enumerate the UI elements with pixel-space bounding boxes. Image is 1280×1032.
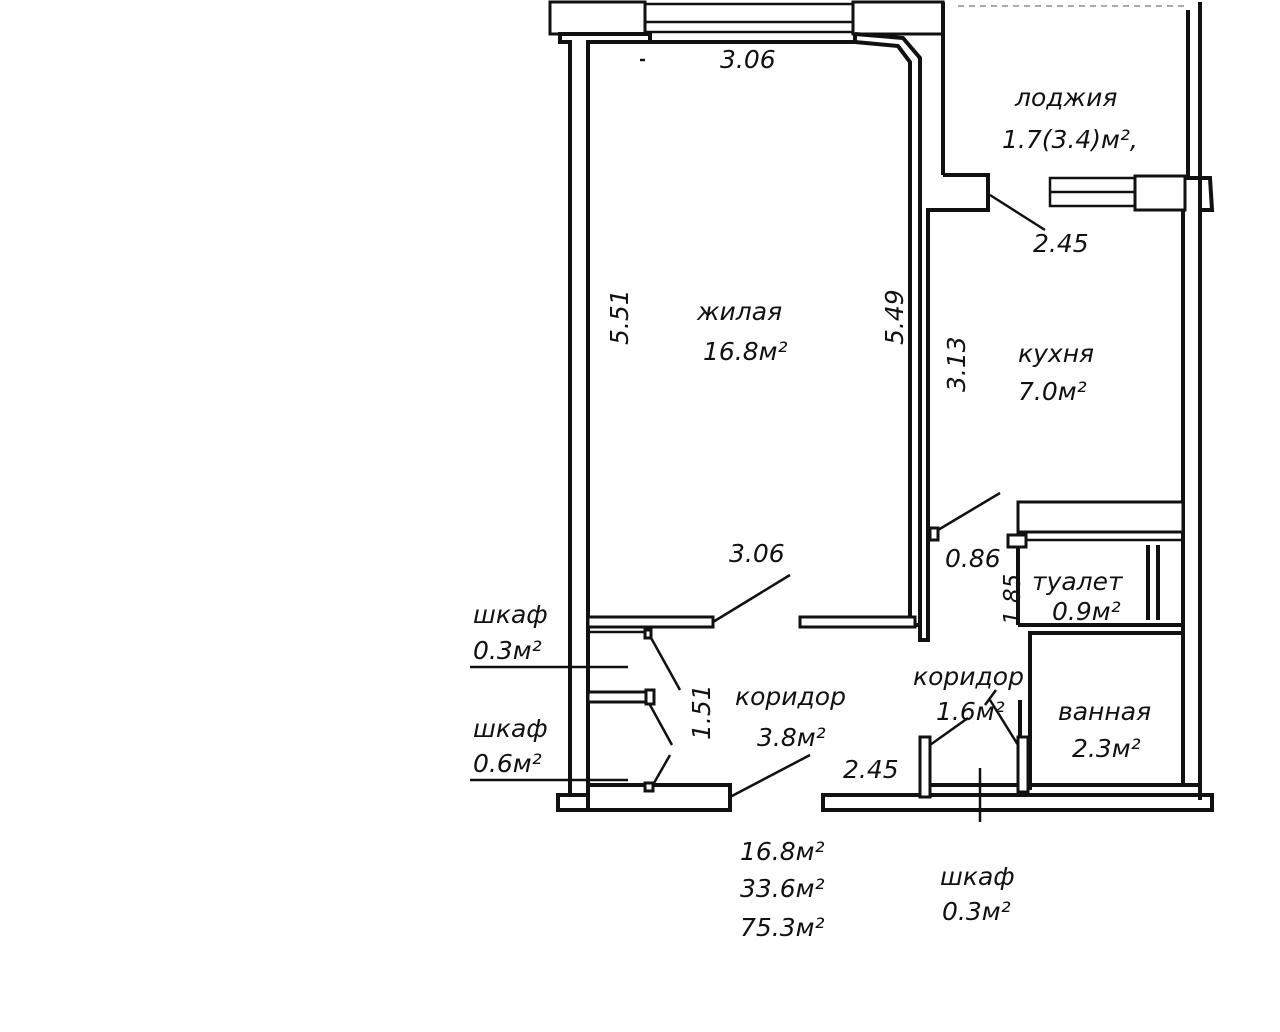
room-corridor-left-area: 3.8м² xyxy=(757,723,826,752)
room-toilet-area: 0.9м² xyxy=(1052,597,1121,626)
closet-2-door-b xyxy=(643,781,655,793)
room-bath-area: 2.3м² xyxy=(1072,734,1141,763)
total-usable-area: 33.6м² xyxy=(740,874,825,903)
corridor-closet-right-jamb xyxy=(1016,735,1030,794)
room-corridor-right-name: коридор xyxy=(913,662,1024,691)
closet-1-door-leaf xyxy=(648,635,682,691)
closet-1-name: шкаф xyxy=(473,600,548,629)
dim-kitchen-height: 3.13 xyxy=(942,336,971,392)
wall-bottom-left xyxy=(556,783,732,812)
room-corridor-left-name: коридор xyxy=(735,682,846,711)
room-living-area: 16.8м² xyxy=(703,337,788,366)
corridor-closet-leaf-2 xyxy=(983,689,998,706)
total-living-area: 16.8м² xyxy=(740,837,825,866)
wall-top-left-block xyxy=(548,0,647,36)
corridor-closet-right-leaf xyxy=(988,699,1020,746)
labels: 3.06 5.51 5.49 жилая 16.8м² 3.06 лоджия … xyxy=(473,45,1151,942)
toilet-door-jamb xyxy=(1006,533,1028,549)
closet-3-name: шкаф xyxy=(940,862,1015,891)
corridor-closet-left-leaf xyxy=(929,716,969,747)
dim-living-right: 5.49 xyxy=(880,289,909,345)
dim-door-width: 0.86 xyxy=(945,544,1001,573)
living-partition-left xyxy=(586,615,715,629)
corridor-closet-left-jamb xyxy=(918,735,932,799)
dim-living-top: 3.06 xyxy=(720,45,776,74)
room-bath-name: ванная xyxy=(1058,697,1151,726)
closet-divider xyxy=(586,690,652,704)
dim-kitchen-width: 2.45 xyxy=(1033,229,1089,258)
room-toilet-name: туалет xyxy=(1032,567,1124,596)
room-loggia-area: 1.7(3.4)м², xyxy=(1002,125,1138,154)
room-kitchen-name: кухня xyxy=(1018,339,1094,368)
room-loggia-name: лоджия xyxy=(1014,83,1117,112)
closet-1-area: 0.3м² xyxy=(473,636,542,665)
closet-3-area: 0.3м² xyxy=(942,897,1011,926)
kitchen-door-jamb xyxy=(928,526,940,542)
closet-2-door-leaf xyxy=(648,704,674,746)
dim-corridor-height: 1.51 xyxy=(687,684,716,740)
wall-bottom-right xyxy=(821,793,1214,812)
living-partition-right xyxy=(798,615,917,629)
entrance-door-leaf xyxy=(729,753,811,799)
walls xyxy=(470,0,1215,822)
dim-toilet-depth: 1.85 xyxy=(1000,574,1026,625)
dim-corridor-width: 2.45 xyxy=(843,755,899,784)
wall-loggia-right xyxy=(1185,176,1215,212)
total-overall-area: 75.3м² xyxy=(740,913,825,942)
closet-1-door xyxy=(643,628,653,640)
kitchen-loggia-door-leaf xyxy=(989,193,1046,232)
room-kitchen-area: 7.0м² xyxy=(1018,377,1087,406)
wall-top-mid-block xyxy=(851,0,945,36)
living-door-leaf xyxy=(712,573,791,624)
room-living-name: жилая xyxy=(696,297,782,326)
closet-2-name: шкаф xyxy=(473,714,548,743)
dim-living-left: 5.51 xyxy=(605,289,634,345)
living-window xyxy=(643,2,859,34)
closet-2-door xyxy=(644,688,656,706)
room-corridor-right-area: 1.6м² xyxy=(936,697,1005,726)
kitchen-door-leaf xyxy=(937,491,1001,532)
wall-loggia-kitchen-left xyxy=(926,173,990,220)
wall-kitchen-right-block xyxy=(1133,174,1187,212)
toilet-top-block xyxy=(1016,500,1185,534)
dim-living-bottom: 3.06 xyxy=(729,539,785,568)
closet-2-area: 0.6м² xyxy=(473,749,542,778)
